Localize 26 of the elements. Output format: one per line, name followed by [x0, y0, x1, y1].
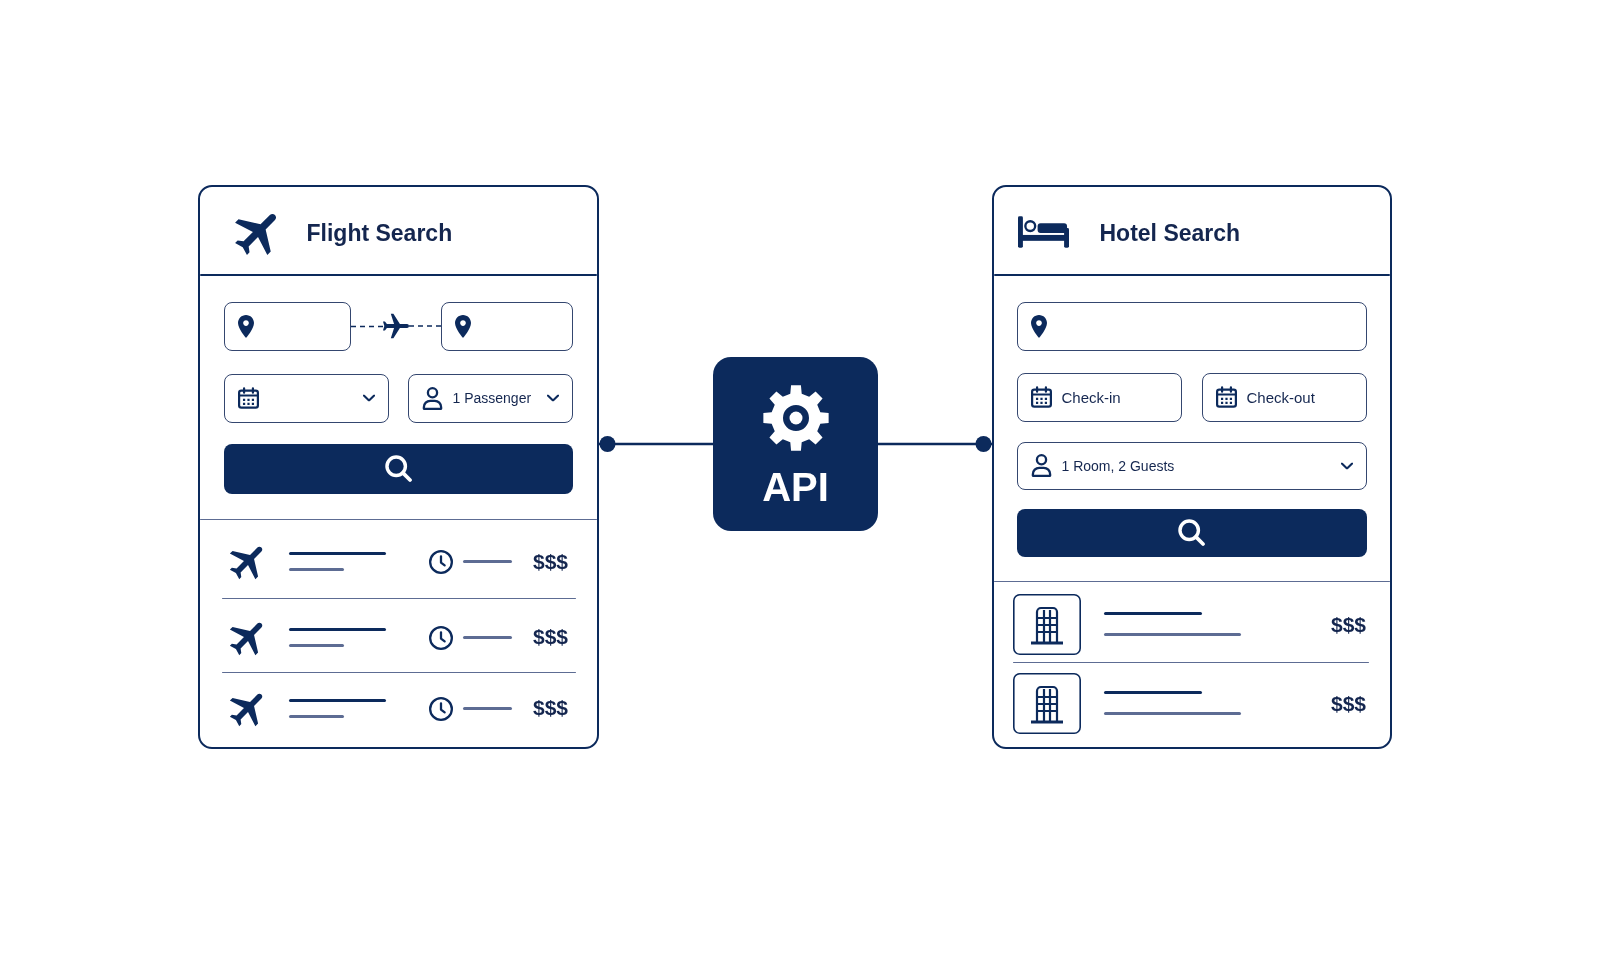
- search-panel: [992, 185, 1392, 749]
- location-input-field: [440, 301, 573, 351]
- price: $$$: [1330, 612, 1366, 638]
- panel-title: Flight Search: [306, 219, 453, 246]
- api-box: [713, 357, 878, 531]
- search-panel: [198, 185, 599, 749]
- price: $$$: [532, 624, 568, 650]
- connector-line: [878, 436, 992, 452]
- passenger-dropdown: 1 Passenger: [407, 373, 573, 423]
- connector-line: [599, 436, 713, 452]
- date-field: Check-in: [1016, 372, 1182, 422]
- date-field: Check-out: [1201, 372, 1367, 422]
- price: $$$: [1330, 691, 1366, 717]
- location-input-field: [1016, 301, 1367, 351]
- guest-dropdown: 1 Room, 2 Guests: [1016, 441, 1367, 490]
- search-button: [1016, 508, 1367, 557]
- panel-title: Hotel Search: [1099, 219, 1241, 246]
- price: $$$: [532, 695, 568, 721]
- search-button: [223, 443, 573, 494]
- location-input-field: [223, 301, 351, 351]
- api-label: API: [762, 464, 829, 510]
- dashed-line: [350, 325, 384, 328]
- price: $$$: [532, 549, 568, 575]
- plane-icon: [382, 312, 409, 339]
- date-dropdown: [223, 373, 389, 423]
- dashed-line: [408, 325, 442, 327]
